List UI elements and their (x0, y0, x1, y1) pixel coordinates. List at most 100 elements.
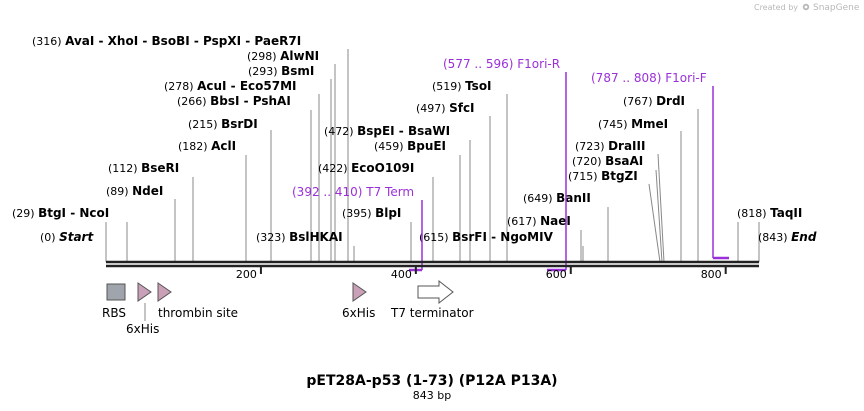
site-enzyme-name: NaeI (540, 214, 571, 228)
site-label-drdi: (767) DrdI (623, 94, 685, 108)
site-position: (843) (758, 231, 791, 244)
site-separator: - (190, 34, 203, 48)
site-label-avai: (316) AvaI - XhoI - BsoBI - PspXI - PaeR… (32, 34, 301, 48)
site-position: (472) (324, 125, 357, 138)
site-label-btgzi: (715) BtgZI (568, 169, 638, 183)
site-enzyme-name: PshAI (253, 94, 291, 108)
site-enzyme-name: BbsI (210, 94, 239, 108)
feature-his2 (352, 282, 367, 302)
site-separator: - (239, 94, 252, 108)
site-label-bsmi: (293) BsmI (248, 64, 314, 78)
site-position: (323) (256, 231, 289, 244)
feature-t7terminator (417, 279, 454, 305)
feature-label-his1: 6xHis (126, 322, 159, 336)
site-label-bslhkai: (323) BslHKAI (256, 230, 343, 244)
site-label-bspei: (472) BspEI - BsaWI (324, 124, 450, 138)
primer-range: (577 .. 596) (443, 57, 517, 71)
site-label-bsrdi: (215) BsrDI (188, 117, 258, 131)
site-leader-draiii (657, 153, 665, 263)
axis-tick-label: 800 (701, 268, 722, 281)
site-label-bsaai: (720) BsaAI (572, 154, 643, 168)
site-enzyme-name: SfcI (449, 101, 474, 115)
site-position: (745) (598, 118, 631, 131)
primer-label-t7term: (392 .. 410) T7 Term (292, 185, 414, 199)
site-label-tsoi: (519) TsoI (432, 79, 492, 93)
site-position: (720) (572, 155, 605, 168)
primer-label-f1ori-f: (787 .. 808) F1ori-F (591, 71, 707, 85)
site-enzyme-name: TaqII (770, 206, 802, 220)
site-label-naei: (617) NaeI (507, 214, 571, 228)
site-separator: - (227, 79, 240, 93)
site-position: (0) (40, 231, 59, 244)
site-label-alwni: (298) AlwNI (247, 49, 319, 63)
site-enzyme-name: BslHKAI (289, 230, 343, 244)
site-enzyme-name: EcoO109I (351, 161, 414, 175)
site-label-banii: (649) BanII (523, 191, 591, 205)
site-separator: - (66, 206, 79, 220)
axis-ticks: 200 400 600 800 (236, 266, 727, 281)
credit-brand: SnapGene (813, 3, 860, 13)
site-enzyme-name: BsmI (281, 64, 314, 78)
site-enzyme-name: PaeR7I (254, 34, 301, 48)
site-position: (723) (575, 140, 608, 153)
site-enzyme-name: End (791, 230, 817, 244)
site-position: (266) (177, 95, 210, 108)
site-enzyme-name: DrdI (656, 94, 685, 108)
site-enzyme-name: AcuI (197, 79, 226, 93)
site-position: (497) (416, 102, 449, 115)
primer-name: F1ori-R (517, 57, 560, 71)
site-label-bsrfi: (615) BsrFI - NgoMIV (419, 230, 554, 244)
site-position: (617) (507, 215, 540, 228)
site-label-bbsi: (266) BbsI - PshAI (177, 94, 291, 108)
site-enzyme-name: BpuEI (407, 139, 446, 153)
site-enzyme-name: BsaWI (408, 124, 450, 138)
primer-name: T7 Term (365, 185, 414, 199)
primer-range: (787 .. 808) (591, 71, 665, 85)
site-label-bpuei: (459) BpuEI (374, 139, 446, 153)
site-enzyme-name: NdeI (132, 184, 163, 198)
site-position: (395) (342, 207, 375, 220)
site-label-start: (0) Start (40, 230, 94, 244)
site-label-acli: (182) AclI (178, 139, 236, 153)
site-leader-bsaai (655, 169, 663, 263)
site-enzyme-name: NgoMIV (500, 230, 553, 244)
site-enzyme-name: MmeI (631, 117, 668, 131)
site-enzyme-name: DraIII (608, 139, 645, 153)
site-position: (278) (164, 80, 197, 93)
site-enzyme-name: BsrDI (221, 117, 258, 131)
site-enzyme-name: NcoI (79, 206, 109, 220)
site-label-beseri: (112) BseRI (108, 161, 179, 175)
site-position: (316) (32, 35, 65, 48)
feature-label-rbs: RBS (102, 306, 126, 320)
axis-tick-label: 600 (546, 268, 567, 281)
axis-tick-label: 200 (236, 268, 257, 281)
site-enzyme-name: PspXI (203, 34, 241, 48)
site-label-eco0109i: (422) EcoO109I (318, 161, 414, 175)
site-separator: - (94, 34, 107, 48)
site-position: (459) (374, 140, 407, 153)
snapgene-logo-icon (802, 3, 810, 11)
site-label-mmei: (745) MmeI (598, 117, 668, 131)
axis-tick-label: 400 (391, 268, 412, 281)
site-enzyme-name: TsoI (465, 79, 491, 93)
site-enzyme-name: BsrFI (452, 230, 487, 244)
site-label-end: (843) End (758, 230, 817, 244)
site-position: (29) (12, 207, 38, 220)
site-enzyme-name: BtgZI (601, 169, 638, 183)
site-enzyme-name: BsoBI (152, 34, 190, 48)
site-enzyme-name: BtgI (38, 206, 66, 220)
site-separator: - (241, 34, 254, 48)
site-label-blpi: (395) BlpI (342, 206, 401, 220)
primer-label-f1ori-r: (577 .. 596) F1ori-R (443, 57, 560, 71)
site-enzyme-name: XhoI (108, 34, 139, 48)
feature-his1 (137, 282, 152, 302)
site-enzyme-name: BseRI (141, 161, 179, 175)
site-enzyme-name: Start (59, 230, 94, 244)
site-enzyme-name: AlwNI (280, 49, 319, 63)
site-position: (293) (248, 65, 281, 78)
site-label-taqii: (818) TaqII (737, 206, 802, 220)
site-position: (715) (568, 170, 601, 183)
primer-name: F1ori-F (665, 71, 706, 85)
